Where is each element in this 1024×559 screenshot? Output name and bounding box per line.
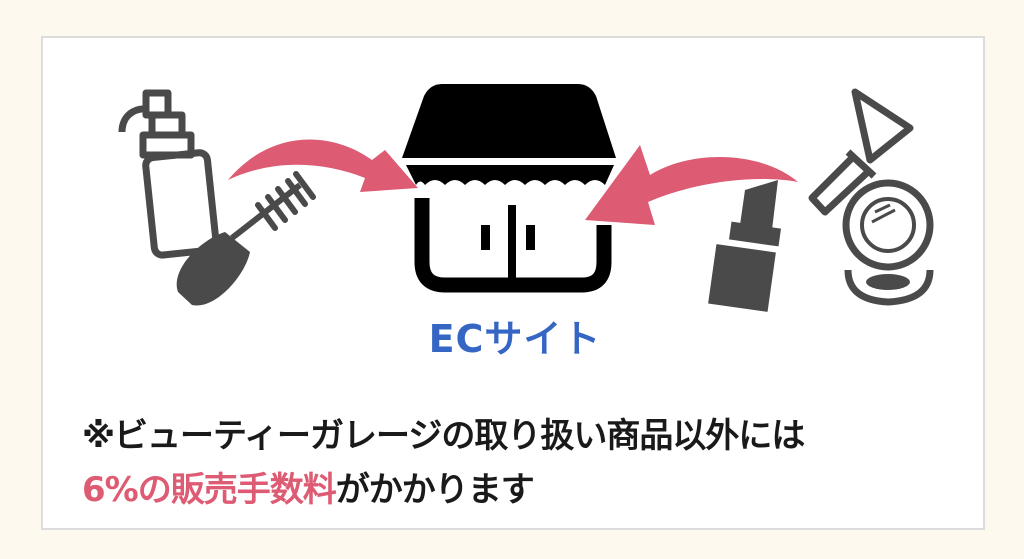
ec-site-label: ECサイト: [428, 317, 602, 361]
makeup-brush-icon: [808, 88, 914, 216]
store-icon: [402, 84, 616, 293]
note-line-2: 6%の販売手数料がかかります: [82, 462, 535, 511]
note-line-1: ※ビューティーガレージの取り扱い商品以外には: [82, 416, 805, 456]
fee-highlight: 6%の販売手数料: [82, 470, 337, 510]
arrow-right-icon: [228, 139, 418, 192]
pump-bottle-icon: [118, 89, 220, 259]
mascara-icon: [176, 171, 316, 306]
compact-mirror-icon: [842, 179, 934, 306]
lipstick-icon: [708, 180, 782, 312]
arrow-left-icon: [585, 145, 798, 225]
note-line-2-rest: がかかります: [335, 470, 535, 510]
